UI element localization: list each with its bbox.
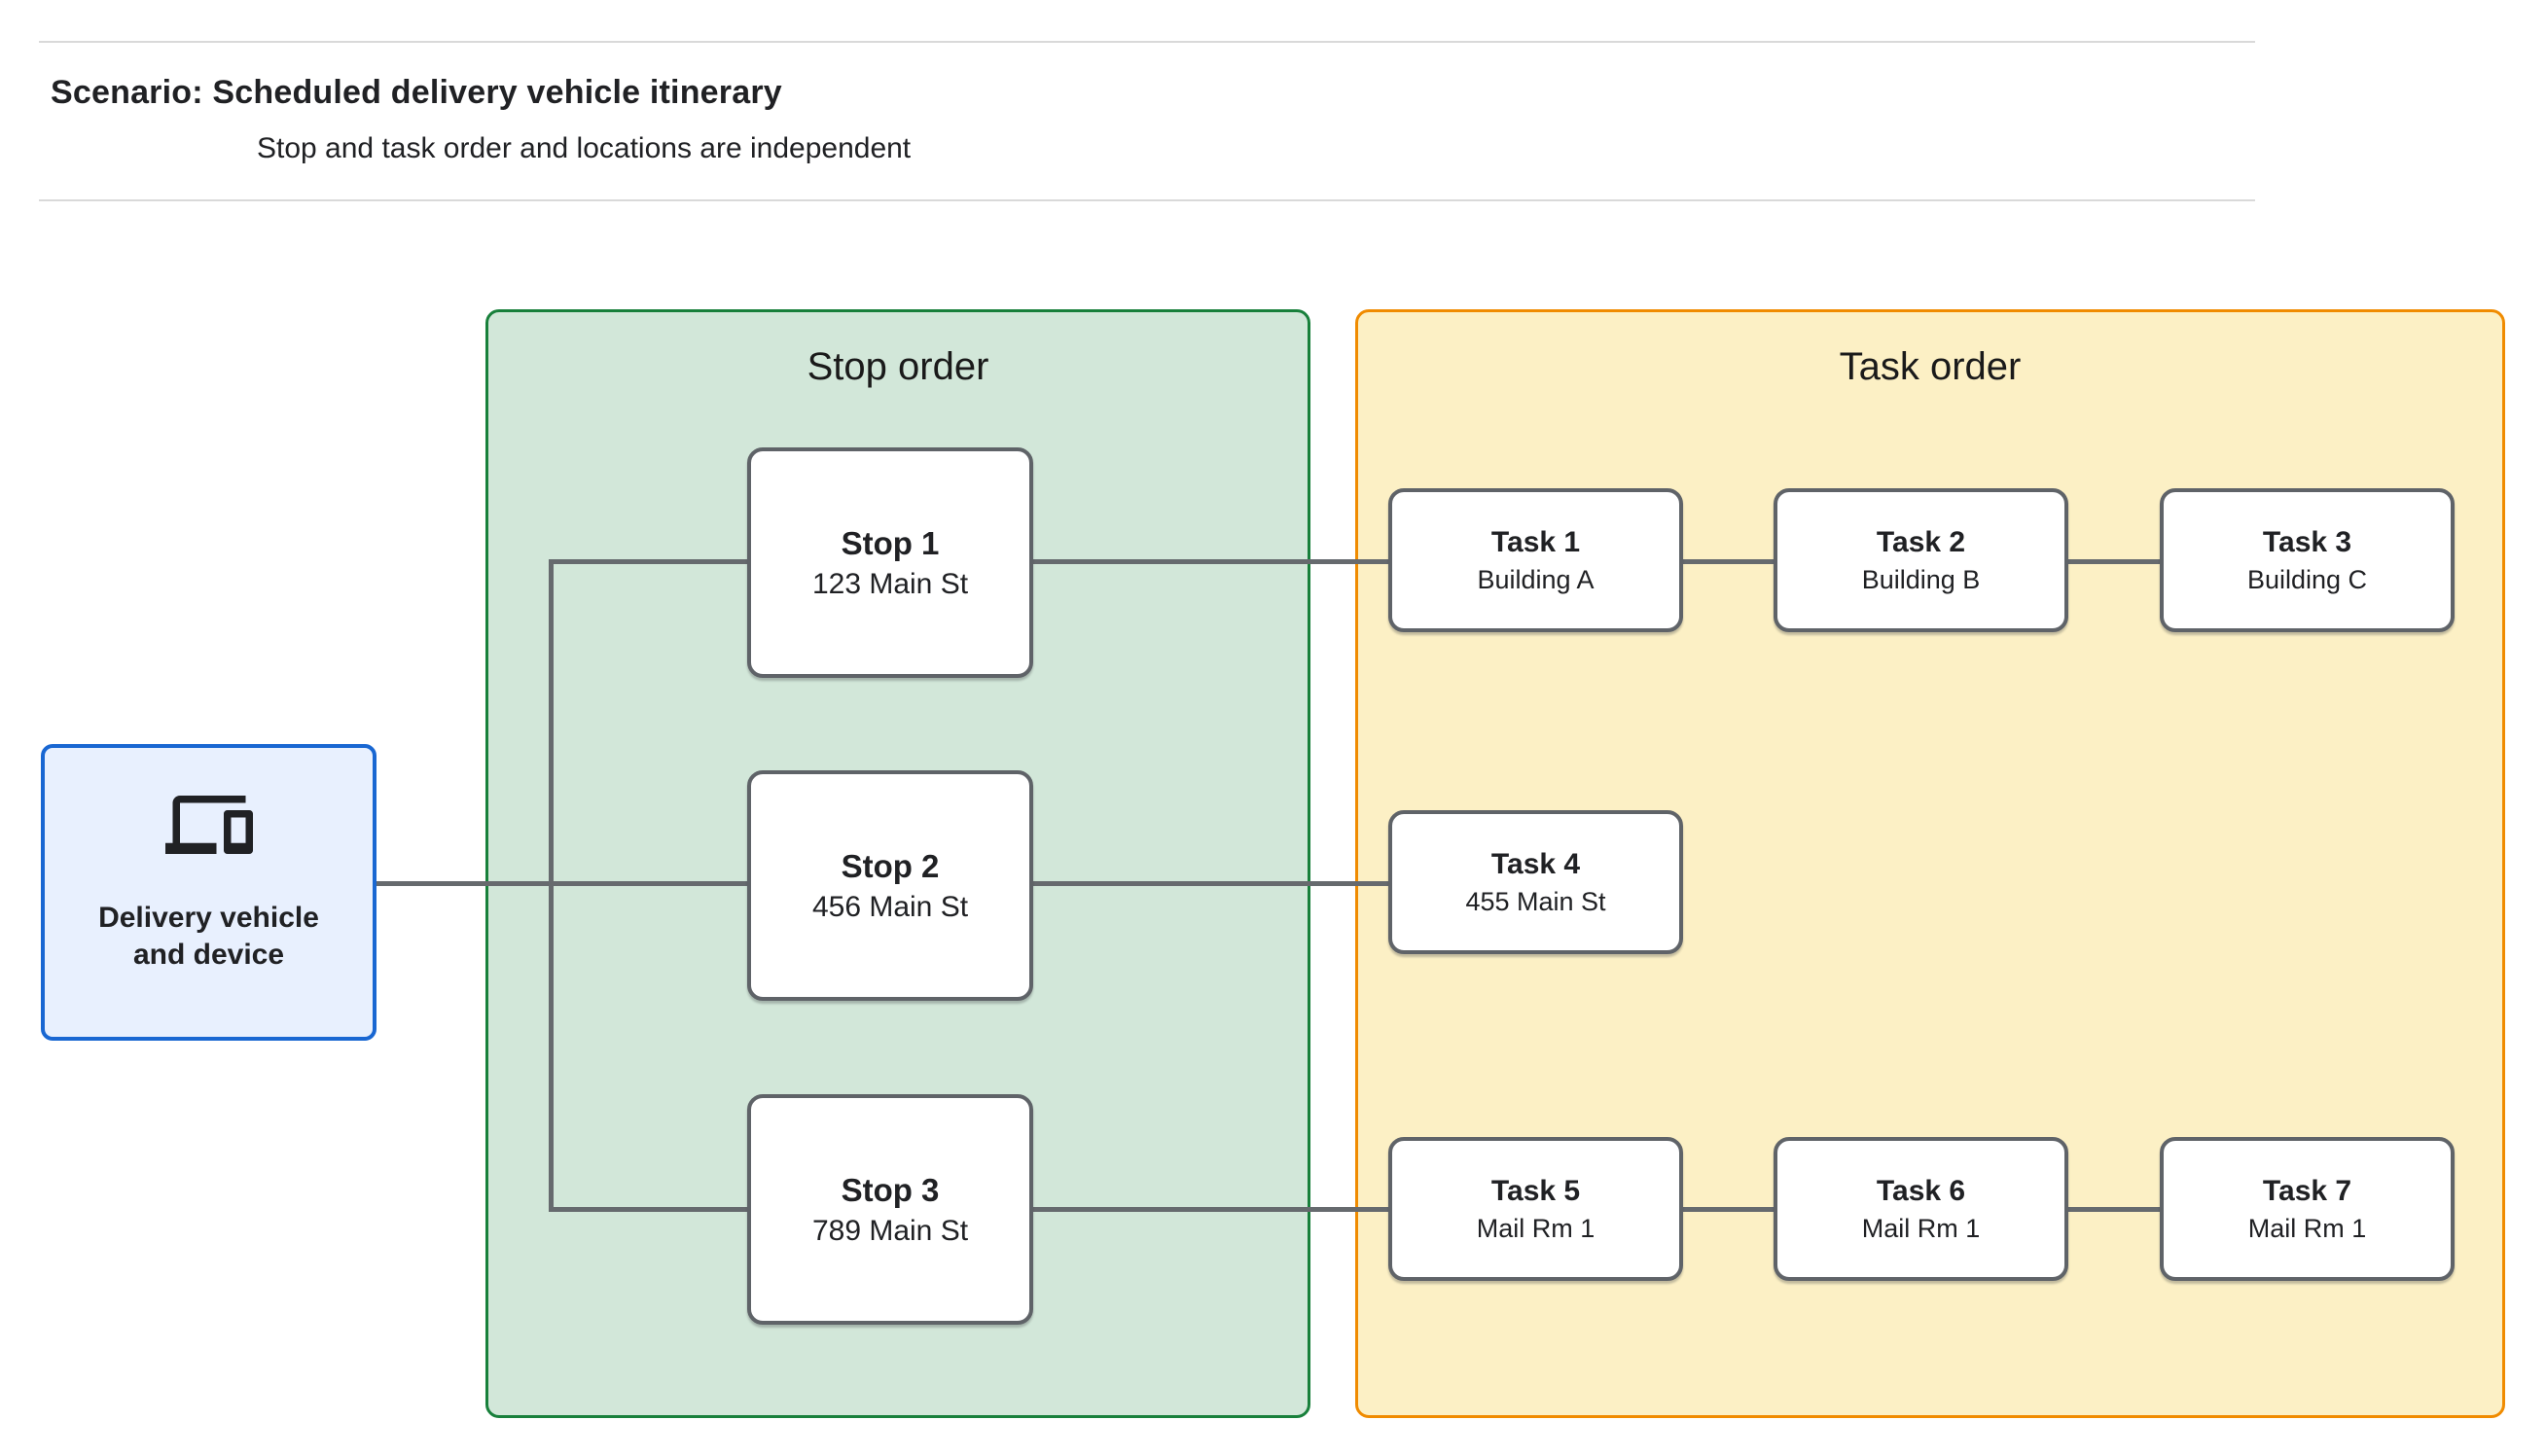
devices-icon bbox=[164, 781, 253, 869]
connector-task1-to-task2 bbox=[1683, 559, 1774, 564]
task-4-node: Task 4 455 Main St bbox=[1388, 810, 1683, 954]
task-2-node: Task 2 Building B bbox=[1774, 488, 2068, 632]
task-3-location: Building C bbox=[2246, 564, 2368, 594]
task-7-node: Task 7 Mail Rm 1 bbox=[2160, 1137, 2455, 1281]
top-divider bbox=[39, 41, 2255, 43]
connector-stop3-to-task5 bbox=[1033, 1207, 1388, 1212]
stop-3-address: 789 Main St bbox=[811, 1214, 969, 1247]
task-order-title: Task order bbox=[1839, 345, 2022, 388]
header-bottom-divider bbox=[39, 199, 2255, 201]
task-4-location: 455 Main St bbox=[1465, 886, 1606, 916]
task-6-node: Task 6 Mail Rm 1 bbox=[1774, 1137, 2068, 1281]
vehicle-label-line1: Delivery vehicle bbox=[98, 902, 319, 934]
page-subtitle: Stop and task order and locations are in… bbox=[257, 132, 912, 164]
connector-task5-to-task6 bbox=[1683, 1207, 1774, 1212]
connector-vehicle-to-stop2 bbox=[375, 881, 747, 886]
delivery-vehicle-node: Delivery vehicle and device bbox=[41, 744, 377, 1041]
stop-1-node: Stop 1 123 Main St bbox=[747, 447, 1033, 678]
task-5-location: Mail Rm 1 bbox=[1476, 1213, 1596, 1243]
task-2-title: Task 2 bbox=[1876, 525, 1966, 558]
connector-task6-to-task7 bbox=[2067, 1207, 2160, 1212]
task-3-title: Task 3 bbox=[2262, 525, 2352, 558]
page-title: Scenario: Scheduled delivery vehicle iti… bbox=[51, 74, 782, 111]
vehicle-label-line2: and device bbox=[132, 938, 285, 971]
stop-3-node: Stop 3 789 Main St bbox=[747, 1094, 1033, 1325]
connector-trunk-to-stop1 bbox=[549, 559, 747, 564]
task-1-node: Task 1 Building A bbox=[1388, 488, 1683, 632]
stop-2-title: Stop 2 bbox=[841, 847, 940, 884]
stop-order-title: Stop order bbox=[807, 345, 989, 388]
vehicle-label: Delivery vehicle and device bbox=[98, 900, 319, 973]
stop-3-title: Stop 3 bbox=[841, 1171, 940, 1208]
stop-2-node: Stop 2 456 Main St bbox=[747, 770, 1033, 1001]
task-5-title: Task 5 bbox=[1490, 1174, 1581, 1207]
task-7-title: Task 7 bbox=[2262, 1174, 2352, 1207]
task-1-title: Task 1 bbox=[1490, 525, 1581, 558]
connector-trunk-to-stop3 bbox=[549, 1207, 747, 1212]
task-4-title: Task 4 bbox=[1490, 847, 1581, 880]
stop-2-address: 456 Main St bbox=[811, 890, 969, 923]
task-1-location: Building A bbox=[1477, 564, 1595, 594]
task-6-title: Task 6 bbox=[1876, 1174, 1966, 1207]
connector-stop2-to-task4 bbox=[1033, 881, 1388, 886]
connector-task2-to-task3 bbox=[2067, 559, 2160, 564]
connector-stop1-to-task1 bbox=[1033, 559, 1388, 564]
task-2-location: Building B bbox=[1861, 564, 1981, 594]
task-5-node: Task 5 Mail Rm 1 bbox=[1388, 1137, 1683, 1281]
stop-1-address: 123 Main St bbox=[811, 567, 969, 600]
task-3-node: Task 3 Building C bbox=[2160, 488, 2455, 632]
task-6-location: Mail Rm 1 bbox=[1861, 1213, 1981, 1243]
stop-1-title: Stop 1 bbox=[841, 524, 940, 561]
task-7-location: Mail Rm 1 bbox=[2247, 1213, 2367, 1243]
